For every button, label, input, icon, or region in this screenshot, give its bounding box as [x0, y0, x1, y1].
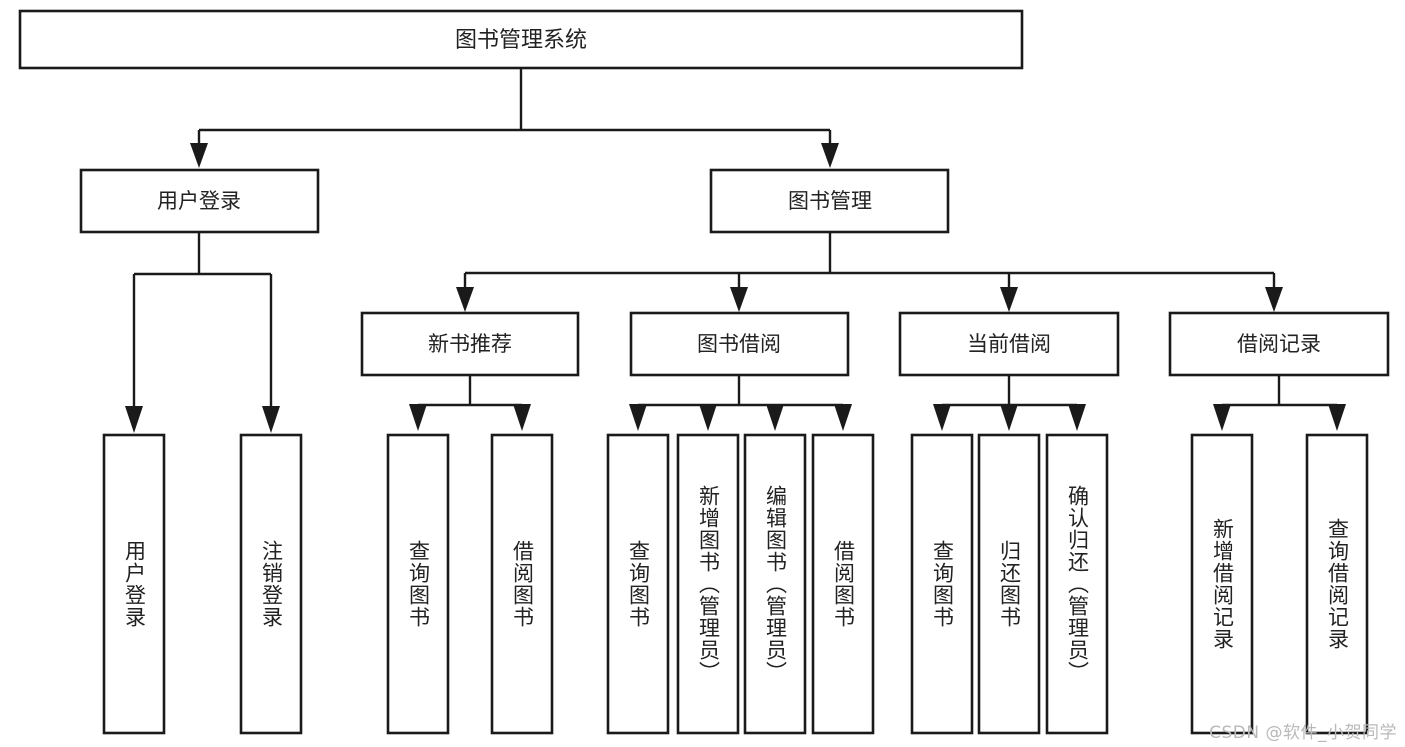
node-leaf-query-record-box[interactable] — [1305, 433, 1369, 735]
node-user-login[interactable]: 用户登录 — [79, 168, 320, 234]
node-leaf-borrow-book-2-box[interactable] — [811, 433, 875, 735]
node-book-management-label: 图书管理 — [788, 189, 872, 213]
node-new-book-recommend-label: 新书推荐 — [428, 332, 512, 356]
node-user-login-label: 用户登录 — [157, 189, 241, 213]
arrowhead-leaf-return-book — [1000, 404, 1018, 431]
arrowhead-book-borrow — [730, 287, 748, 312]
node-root-label: 图书管理系统 — [455, 28, 587, 53]
node-book-management[interactable]: 图书管理 — [709, 168, 950, 234]
node-current-borrow-box[interactable] — [898, 311, 1120, 377]
node-current-borrow-label: 当前借阅 — [967, 332, 1051, 356]
arrowhead-leaf-query-book-2 — [629, 404, 647, 431]
node-book-borrow[interactable]: 图书借阅 — [629, 311, 850, 377]
node-book-management-box[interactable] — [709, 168, 950, 234]
arrowhead-user-login — [190, 143, 208, 168]
arrowhead-current-borrow — [1000, 287, 1018, 312]
connector-group-borrow-record-to-leaves — [1213, 375, 1346, 431]
node-user-login-box[interactable] — [79, 168, 320, 234]
arrowhead-leaf-confirm-return — [1068, 404, 1086, 431]
node-leaf-add-record-box[interactable] — [1190, 433, 1254, 735]
node-borrow-record-box[interactable] — [1168, 311, 1390, 377]
node-leaf-add-book-box[interactable] — [676, 433, 740, 735]
connector-group-user-login-to-leaves — [125, 232, 280, 433]
arrowhead-leaf-query-record — [1328, 404, 1346, 431]
arrowhead-leaf-borrow-book-2 — [834, 404, 852, 431]
node-leaf-logout-box[interactable] — [239, 433, 303, 735]
arrowhead-leaf-query-book-1 — [409, 404, 427, 431]
connector-group-new-book-recommend-to-leaves — [409, 375, 531, 431]
node-leaf-query-book-2-box[interactable] — [606, 433, 670, 735]
node-leaf-return-book-box[interactable] — [977, 433, 1041, 735]
node-borrow-record-label: 借阅记录 — [1237, 332, 1321, 356]
node-new-book-recommend-box[interactable] — [360, 311, 580, 377]
arrowhead-leaf-add-book — [699, 404, 717, 431]
node-book-borrow-label: 图书借阅 — [697, 332, 781, 356]
connector-group-book-management-to-level3 — [456, 232, 1283, 312]
node-leaf-user-login-box[interactable] — [102, 433, 166, 735]
connector-group-root-to-level2 — [190, 68, 839, 168]
arrowhead-leaf-edit-book — [766, 404, 784, 431]
node-leaf-borrow-book-1-box[interactable] — [490, 433, 554, 735]
node-new-book-recommend[interactable]: 新书推荐 — [360, 311, 580, 377]
arrowhead-book-management — [821, 143, 839, 168]
node-borrow-record[interactable]: 借阅记录 — [1168, 311, 1390, 377]
arrowhead-leaf-user-login — [125, 406, 143, 433]
node-leaf-query-book-1-box[interactable] — [386, 433, 450, 735]
arrowhead-leaf-add-record — [1213, 404, 1231, 431]
arrowhead-borrow-record — [1265, 287, 1283, 312]
node-root-box[interactable] — [18, 9, 1024, 70]
node-current-borrow[interactable]: 当前借阅 — [898, 311, 1120, 377]
arrowhead-leaf-logout — [262, 406, 280, 433]
csdn-watermark: CSDN @软件_小贺同学 — [1209, 723, 1397, 743]
arrowhead-new-book-recommend — [456, 287, 474, 312]
node-root[interactable]: 图书管理系统 — [18, 9, 1024, 70]
connector-group-current-borrow-to-leaves — [933, 375, 1086, 431]
arrowhead-leaf-borrow-book-1 — [513, 404, 531, 431]
arrowhead-leaf-query-book-3 — [933, 404, 951, 431]
node-book-borrow-box[interactable] — [629, 311, 850, 377]
leaf-node-group — [102, 433, 1369, 735]
node-leaf-query-book-3-box[interactable] — [910, 433, 974, 735]
connector-group-book-borrow-to-leaves — [629, 375, 852, 431]
node-leaf-edit-book-box[interactable] — [743, 433, 807, 735]
node-leaf-confirm-return-box[interactable] — [1045, 433, 1109, 735]
